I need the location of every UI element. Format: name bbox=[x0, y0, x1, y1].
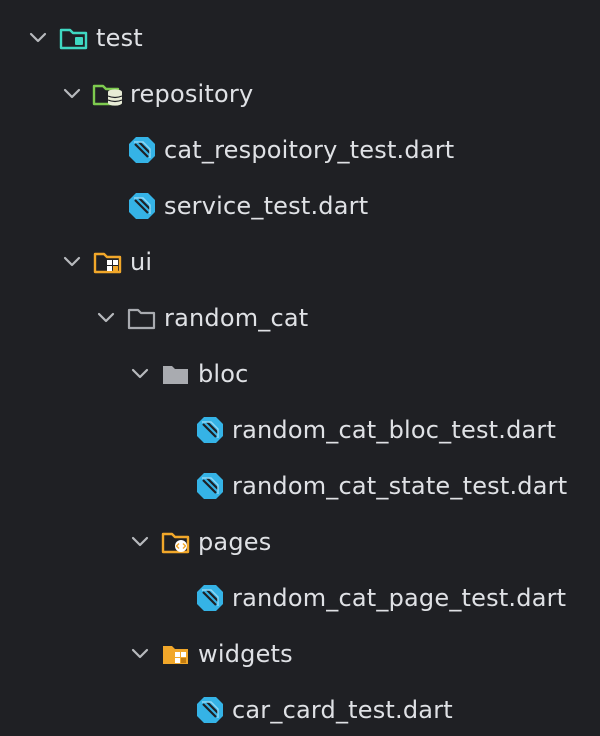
tree-node-label: widgets bbox=[198, 640, 293, 668]
component-folder-icon bbox=[92, 234, 124, 290]
dart-icon bbox=[194, 458, 226, 514]
tree-node-label: random_cat bbox=[164, 304, 309, 332]
tree-node-label: ui bbox=[130, 248, 153, 276]
chevron-down-icon[interactable] bbox=[90, 290, 122, 346]
tree-node-pages[interactable]: pages bbox=[0, 514, 600, 570]
tree-file-label: service_test.dart bbox=[164, 192, 369, 220]
tree-node-repository[interactable]: repository bbox=[0, 66, 600, 122]
tree-node-bloc[interactable]: bloc bbox=[0, 346, 600, 402]
folder-outline-icon bbox=[126, 290, 158, 346]
chevron-down-icon[interactable] bbox=[124, 626, 156, 682]
tree-file-label: random_cat_state_test.dart bbox=[232, 472, 568, 500]
tree-node-label: repository bbox=[130, 80, 254, 108]
chevron-down-icon[interactable] bbox=[124, 514, 156, 570]
tree-file-cat-respoitory-test[interactable]: cat_respoitory_test.dart bbox=[0, 122, 600, 178]
tree-file-car-card-test[interactable]: car_card_test.dart bbox=[0, 682, 600, 736]
folder-icon bbox=[160, 346, 192, 402]
tree-node-ui[interactable]: ui bbox=[0, 234, 600, 290]
tree-file-random-cat-bloc-test[interactable]: random_cat_bloc_test.dart bbox=[0, 402, 600, 458]
tree-file-label: random_cat_bloc_test.dart bbox=[232, 416, 557, 444]
component-folder-icon bbox=[160, 626, 192, 682]
dart-icon bbox=[126, 178, 158, 234]
tree-file-service-test[interactable]: service_test.dart bbox=[0, 178, 600, 234]
code-folder-icon bbox=[160, 514, 192, 570]
dart-icon bbox=[194, 570, 226, 626]
test-folder-icon bbox=[58, 10, 90, 66]
tree-node-label: test bbox=[96, 24, 143, 52]
tree-file-label: cat_respoitory_test.dart bbox=[164, 136, 455, 164]
tree-node-label: bloc bbox=[198, 360, 249, 388]
tree-file-random-cat-page-test[interactable]: random_cat_page_test.dart bbox=[0, 570, 600, 626]
chevron-down-icon[interactable] bbox=[124, 346, 156, 402]
tree-file-random-cat-state-test[interactable]: random_cat_state_test.dart bbox=[0, 458, 600, 514]
database-folder-icon bbox=[92, 66, 124, 122]
dart-icon bbox=[194, 682, 226, 736]
tree-file-label: random_cat_page_test.dart bbox=[232, 584, 567, 612]
chevron-down-icon[interactable] bbox=[56, 234, 88, 290]
tree-file-label: car_card_test.dart bbox=[232, 696, 453, 724]
tree-node-test[interactable]: test bbox=[0, 10, 600, 66]
tree-node-widgets[interactable]: widgets bbox=[0, 626, 600, 682]
chevron-down-icon[interactable] bbox=[22, 10, 54, 66]
tree-node-random-cat[interactable]: random_cat bbox=[0, 290, 600, 346]
tree-node-label: pages bbox=[198, 528, 272, 556]
dart-icon bbox=[126, 122, 158, 178]
dart-icon bbox=[194, 402, 226, 458]
chevron-down-icon[interactable] bbox=[56, 66, 88, 122]
